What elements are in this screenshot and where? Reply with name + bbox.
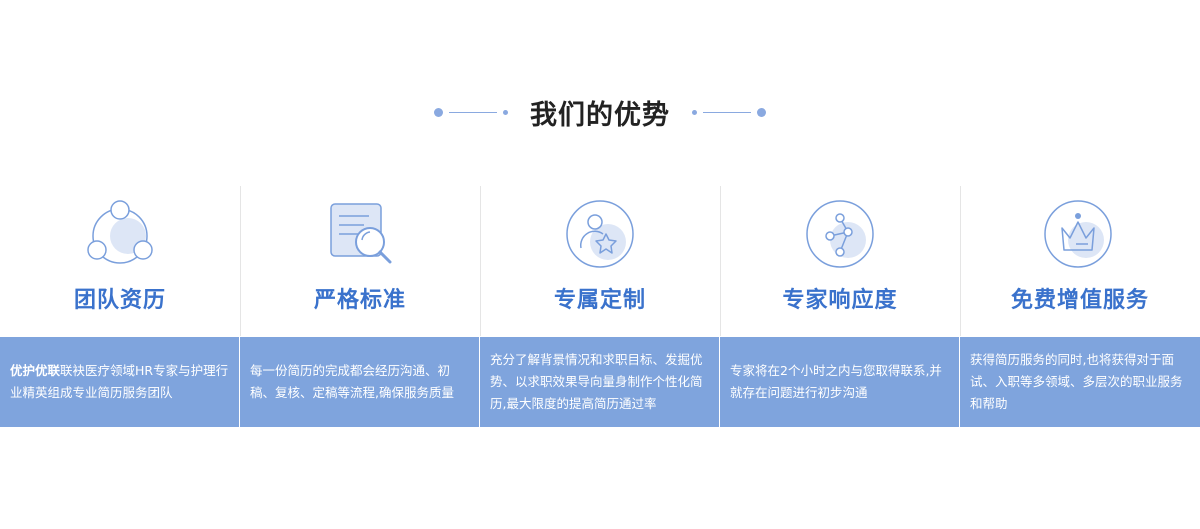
advantage-description: 专家将在2个小时之内与您取得联系,并就存在问题进行初步沟通 <box>720 337 959 427</box>
team-network-icon <box>87 200 153 264</box>
advantage-item-free-service: 免费增值服务 获得简历服务的同时,也将获得对于面试、入职等多领域、多层次的职业服… <box>960 186 1200 427</box>
advantage-item-custom: 专属定制 充分了解背景情况和求职目标、发掘优势、以求职效果导向量身制作个性化简历… <box>480 186 720 427</box>
advantage-description: 获得简历服务的同时,也将获得对于面试、入职等多领域、多层次的职业服务和帮助 <box>960 337 1200 427</box>
advantage-title: 严格标准 <box>313 288 406 313</box>
page-title: 我们的优势 <box>530 99 670 131</box>
nodes-graph-icon <box>806 200 874 268</box>
advantage-description: 每一份简历的完成都会经历沟通、初稿、复核、定稿等流程,确保服务质量 <box>240 337 479 427</box>
advantage-title: 团队资历 <box>73 288 166 313</box>
brand-name: 优护优联 <box>10 363 61 378</box>
advantage-item-response: 专家响应度 专家将在2个小时之内与您取得联系,并就存在问题进行初步沟通 <box>720 186 960 427</box>
advantage-item-team: 团队资历 优护优联联袂医疗领域HR专家与护理行业精英组成专业简历服务团队 <box>0 186 240 427</box>
advantage-title: 免费增值服务 <box>1010 288 1149 313</box>
user-star-icon <box>566 200 634 268</box>
section-heading: 我们的优势 <box>0 92 1200 132</box>
heading-decoration-right <box>692 107 766 117</box>
crown-icon <box>1044 200 1112 268</box>
advantage-description: 充分了解背景情况和求职目标、发掘优势、以求职效果导向量身制作个性化简历,最大限度… <box>480 337 719 427</box>
document-search-icon <box>330 203 392 264</box>
heading-decoration-left <box>434 107 508 117</box>
advantage-title: 专属定制 <box>553 288 646 313</box>
advantage-title: 专家响应度 <box>782 288 898 313</box>
advantage-item-standard: 严格标准 每一份简历的完成都会经历沟通、初稿、复核、定稿等流程,确保服务质量 <box>240 186 480 427</box>
advantage-description: 优护优联联袂医疗领域HR专家与护理行业精英组成专业简历服务团队 <box>0 337 239 427</box>
advantages-list: 团队资历 优护优联联袂医疗领域HR专家与护理行业精英组成专业简历服务团队 严格标… <box>0 186 1200 427</box>
